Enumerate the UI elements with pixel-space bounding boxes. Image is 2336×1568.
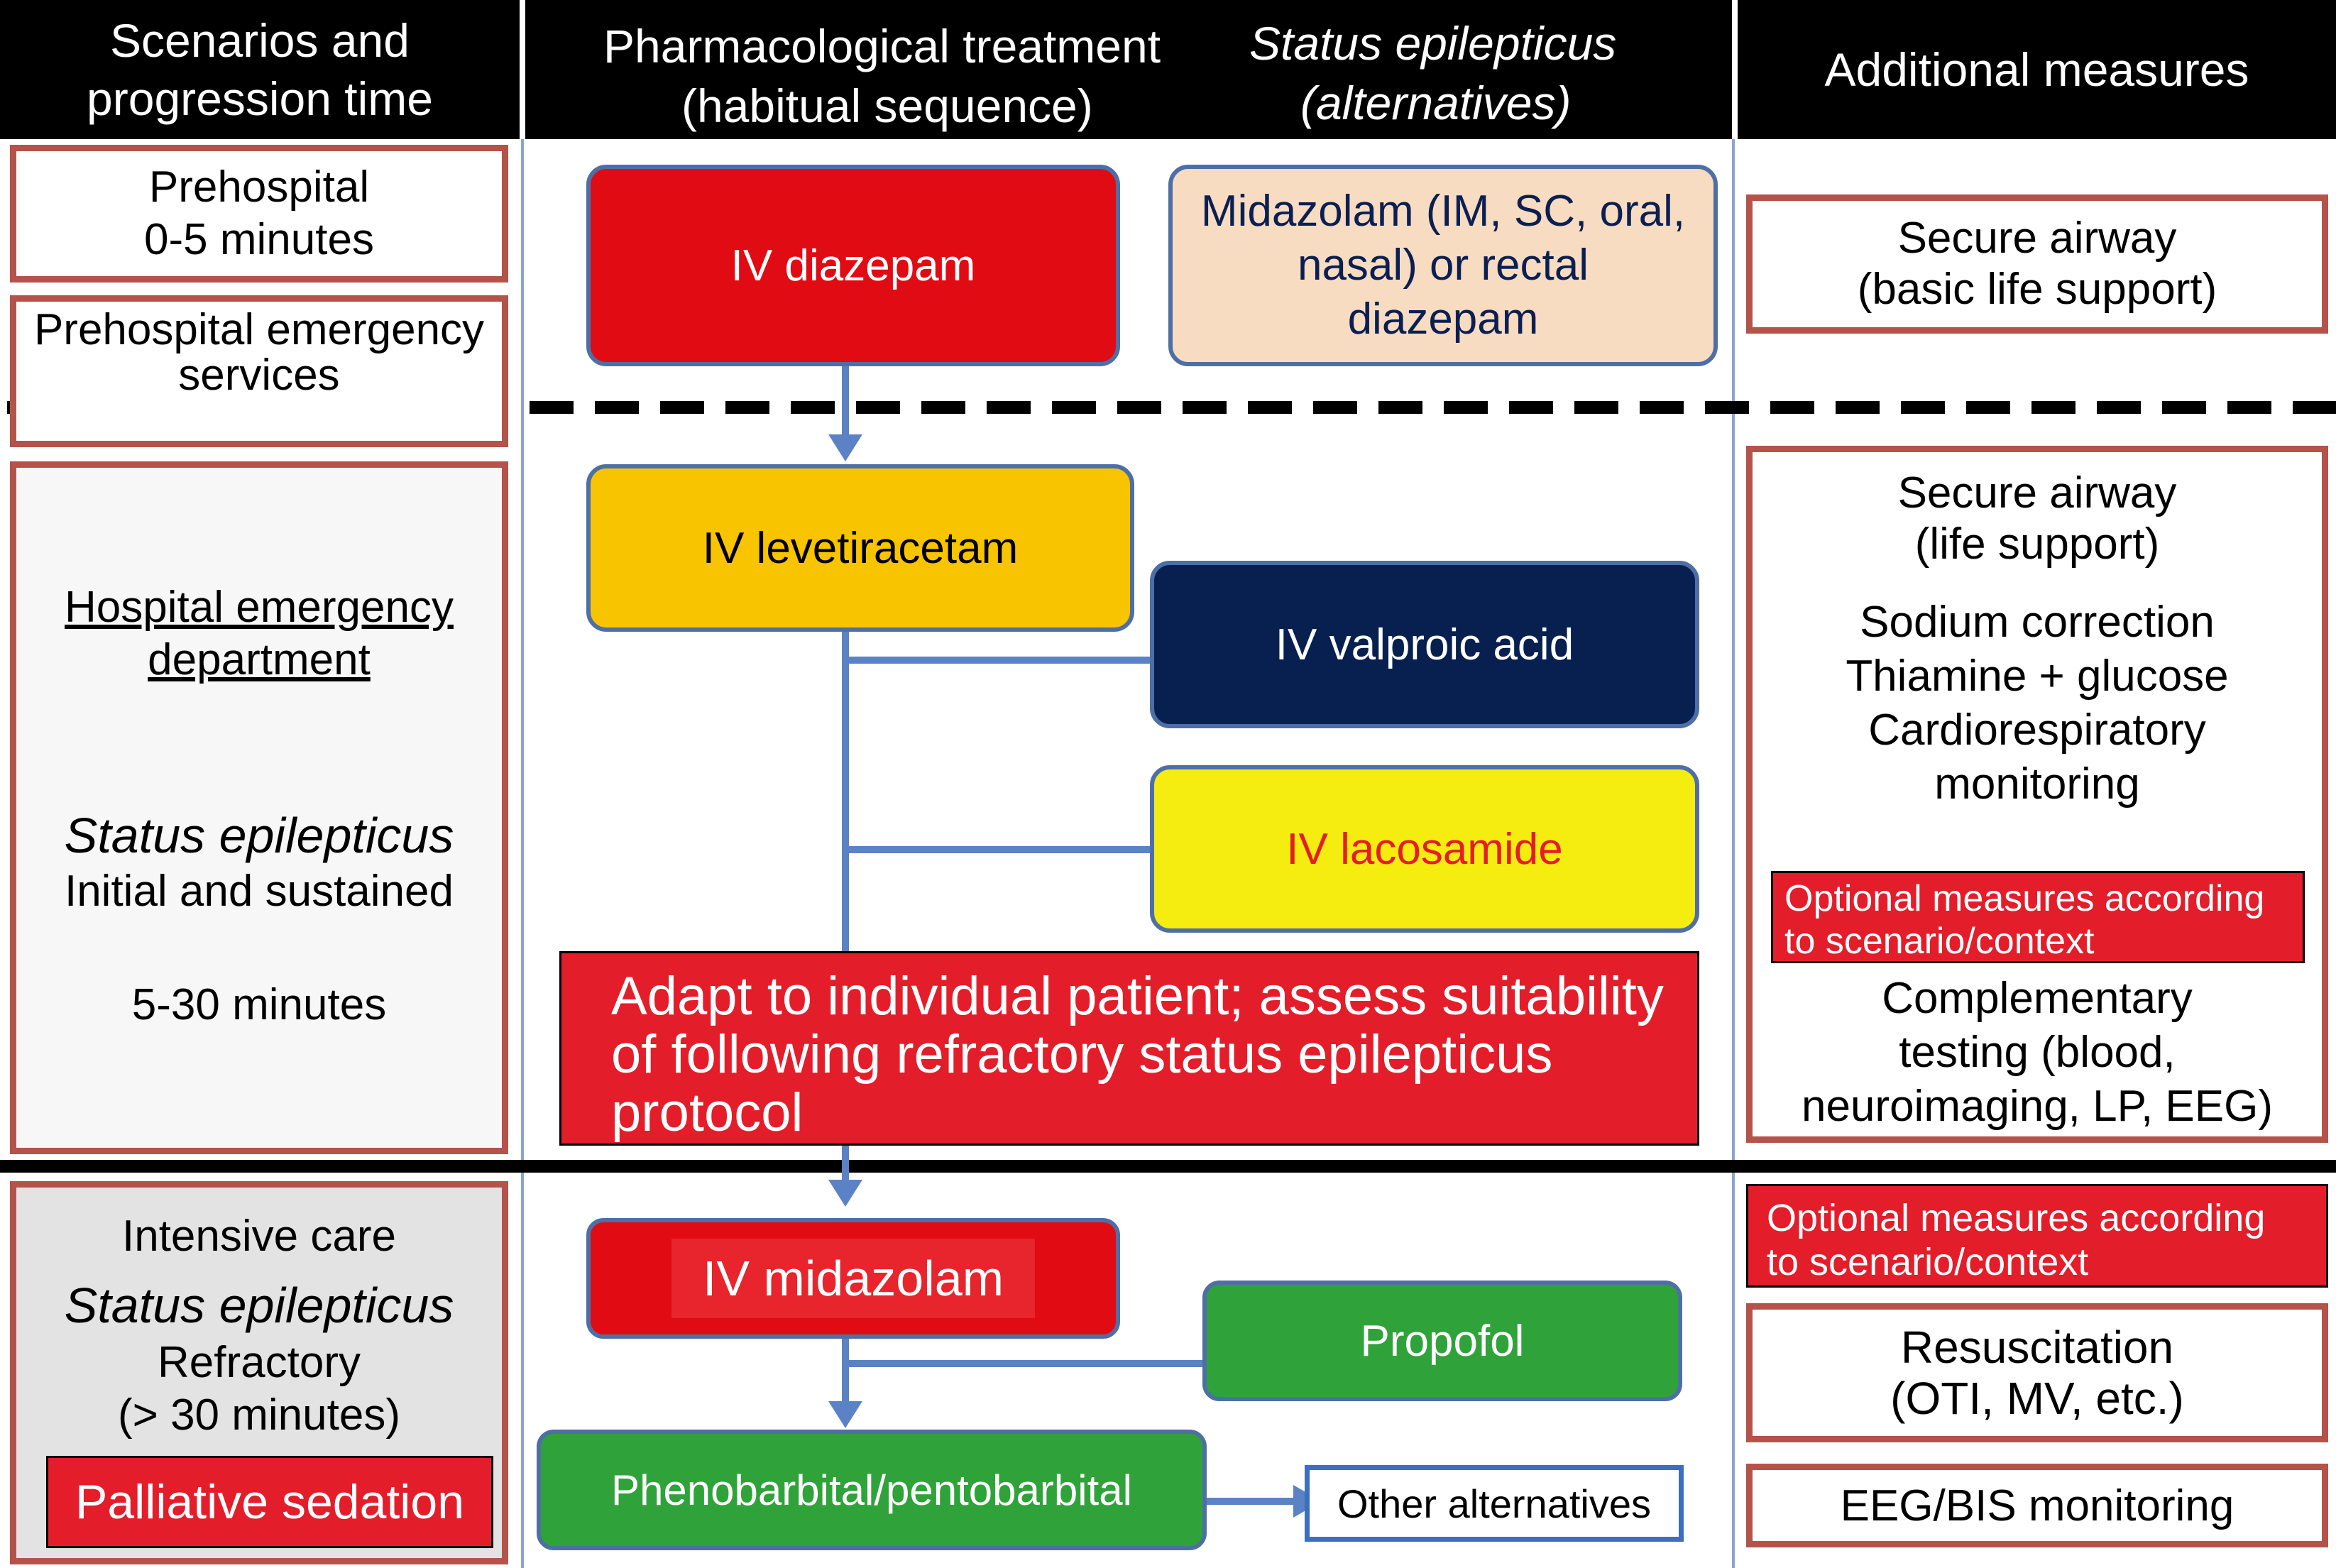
resus-line1: Resuscitation	[1900, 1322, 2174, 1373]
midazolam-alt-line2: nasal) or rectal	[1297, 241, 1589, 290]
connector-diazepam-down	[842, 366, 849, 437]
prehospital-time: 0-5 minutes	[144, 215, 374, 264]
complementary-line3: neuroimaging, LP, EEG)	[1801, 1082, 2274, 1131]
scenario-intensive-care: Intensive care Status epilepticus Refrac…	[10, 1181, 508, 1564]
pes-line2: services	[178, 351, 340, 400]
cardio-line2: monitoring	[1934, 760, 2140, 808]
hed-line2: department	[148, 635, 371, 684]
measure-secure-airway-basic: Secure airway (basic life support)	[1746, 194, 2328, 334]
hed-title: Hospital emergency department	[16, 581, 502, 686]
optional1-line2: to scenario/context	[1784, 921, 2095, 962]
complementary-testing: Complementary testing (blood, neuroimagi…	[1753, 972, 2322, 1134]
thiamine-glucose: Thiamine + glucose	[1846, 652, 2229, 701]
iv-midazolam-label: IV midazolam	[702, 1251, 1004, 1306]
header-pharma-line2: (habitual sequence)	[681, 80, 1093, 132]
measures-hospital-block: Secure airway (life support) Sodium corr…	[1746, 446, 2328, 1143]
adapt-line3: protocol	[611, 1082, 804, 1143]
node-phenobarbital: Phenobarbital/pentobarbital	[537, 1430, 1207, 1550]
scenario-prehospital-services: Prehospital emergency services	[10, 295, 508, 447]
rse-time: (> 30 minutes)	[117, 1391, 400, 1440]
connector-adapt-down	[842, 1144, 849, 1181]
node-iv-valproic-acid: IV valproic acid	[1150, 561, 1699, 728]
header-pharmacological: Pharmacological treatment (habitual sequ…	[525, 0, 1732, 139]
propofol-label: Propofol	[1360, 1316, 1525, 1366]
airway-life-line2: (life support)	[1914, 520, 2160, 569]
other-alternatives-label: Other alternatives	[1337, 1481, 1651, 1526]
connector-to-lacosamide	[842, 846, 1154, 853]
measure-resuscitation: Resuscitation (OTI, MV, etc.)	[1746, 1303, 2328, 1442]
iv-midazolam-inner: IV midazolam	[671, 1239, 1035, 1318]
optional-measures-box-1: Optional measures according to scenario/…	[1771, 871, 2305, 963]
eeg-bis-label: EEG/BIS monitoring	[1840, 1481, 2234, 1530]
optional1-line1: Optional measures according	[1784, 878, 2265, 919]
adapt-line2: of following refractory status epileptic…	[611, 1024, 1553, 1085]
arrow-to-phenobarbital	[828, 1401, 862, 1428]
icu-title: Intensive care	[122, 1212, 396, 1261]
node-iv-levetiracetam: IV levetiracetam	[586, 464, 1134, 632]
se-title: Status epilepticus	[64, 808, 454, 863]
iv-lacosamide-label: IV lacosamide	[1286, 824, 1563, 874]
header-scenarios-line2: progression time	[87, 72, 433, 125]
midazolam-alt-line1: Midazolam (IM, SC, oral,	[1200, 187, 1686, 236]
airway-life: Secure airway (life support)	[1753, 468, 2322, 570]
optional-measures-box-2: Optional measures according to scenario/…	[1746, 1184, 2328, 1288]
complementary-line1: Complementary	[1882, 974, 2193, 1023]
adapt-to-patient-box: Adapt to individual patient; assess suit…	[559, 951, 1699, 1146]
hed-line1: Hospital emergency	[65, 583, 454, 632]
palliative-label: Palliative sedation	[75, 1475, 465, 1529]
node-iv-diazepam: IV diazepam	[586, 165, 1120, 366]
airway-life-line1: Secure airway	[1897, 468, 2177, 517]
measure-eeg-bis: EEG/BIS monitoring	[1746, 1464, 2328, 1547]
sodium-correction: Sodium correction	[1860, 598, 2215, 647]
node-iv-lacosamide: IV lacosamide	[1150, 765, 1699, 933]
node-midazolam-alternative: Midazolam (IM, SC, oral, nasal) or recta…	[1168, 165, 1718, 366]
connector-main-trunk	[842, 629, 849, 953]
scenario-prehospital: Prehospital 0-5 minutes	[10, 145, 508, 283]
iv-levetiracetam-label: IV levetiracetam	[702, 523, 1019, 573]
airway-basic-line1: Secure airway	[1897, 214, 2177, 263]
header-alt-line2: (alternatives)	[1300, 77, 1572, 129]
header-scenarios: Scenarios and progression time	[0, 0, 520, 139]
complementary-line2: testing (blood,	[1899, 1028, 2176, 1077]
connector-midazolam-down	[842, 1336, 849, 1414]
iv-diazepam-label: IV diazepam	[730, 241, 976, 290]
adapt-line1: Adapt to individual patient; assess suit…	[611, 966, 1664, 1026]
midazolam-alt-line3: diazepam	[1347, 295, 1539, 344]
iv-valproic-label: IV valproic acid	[1275, 620, 1574, 669]
cardio-line1: Cardiorespiratory	[1868, 706, 2206, 755]
node-propofol: Propofol	[1202, 1281, 1682, 1401]
pes-text: Prehospital emergency services	[16, 307, 502, 398]
connector-to-other	[1202, 1498, 1295, 1505]
solid-divider	[0, 1160, 2336, 1173]
phenobarbital-label: Phenobarbital/pentobarbital	[611, 1466, 1132, 1514]
node-iv-midazolam: IV midazolam	[586, 1218, 1120, 1339]
optional2-line1: Optional measures according	[1767, 1197, 2266, 1239]
header-scenarios-line1: Scenarios and	[110, 14, 410, 67]
column-divider-1	[521, 139, 524, 1568]
header-measures-label: Additional measures	[1824, 43, 2249, 96]
connector-to-valproic	[842, 657, 1154, 664]
palliative-sedation-box: Palliative sedation	[46, 1456, 493, 1548]
resus-line2: (OTI, MV, etc.)	[1890, 1373, 2184, 1424]
header-pharma-line1: Pharmacological treatment	[603, 20, 1161, 72]
airway-basic-line2: (basic life support)	[1857, 265, 2217, 314]
rse-subtitle: Refractory	[158, 1338, 361, 1387]
header-additional-measures: Additional measures	[1738, 0, 2336, 139]
arrow-to-iv-midazolam	[828, 1180, 862, 1207]
se-time: 5-30 minutes	[131, 980, 387, 1029]
node-other-alternatives: Other alternatives	[1305, 1465, 1684, 1542]
optional2-line2: to scenario/context	[1767, 1241, 2089, 1283]
connector-to-propofol	[842, 1360, 1211, 1367]
header-alt-line1: Status epilepticus	[1249, 17, 1617, 70]
column-divider-2	[1732, 139, 1735, 1568]
rse-title: Status epilepticus	[64, 1278, 454, 1333]
scenario-hospital-emergency: Hospital emergency department Status epi…	[10, 461, 508, 1154]
prehospital-title: Prehospital	[148, 163, 370, 212]
arrow-to-levetiracetam	[828, 434, 862, 461]
se-subtitle: Initial and sustained	[64, 867, 454, 916]
support-measures: Sodium correction Thiamine + glucose Car…	[1753, 596, 2322, 811]
pes-line1: Prehospital emergency	[33, 305, 485, 354]
